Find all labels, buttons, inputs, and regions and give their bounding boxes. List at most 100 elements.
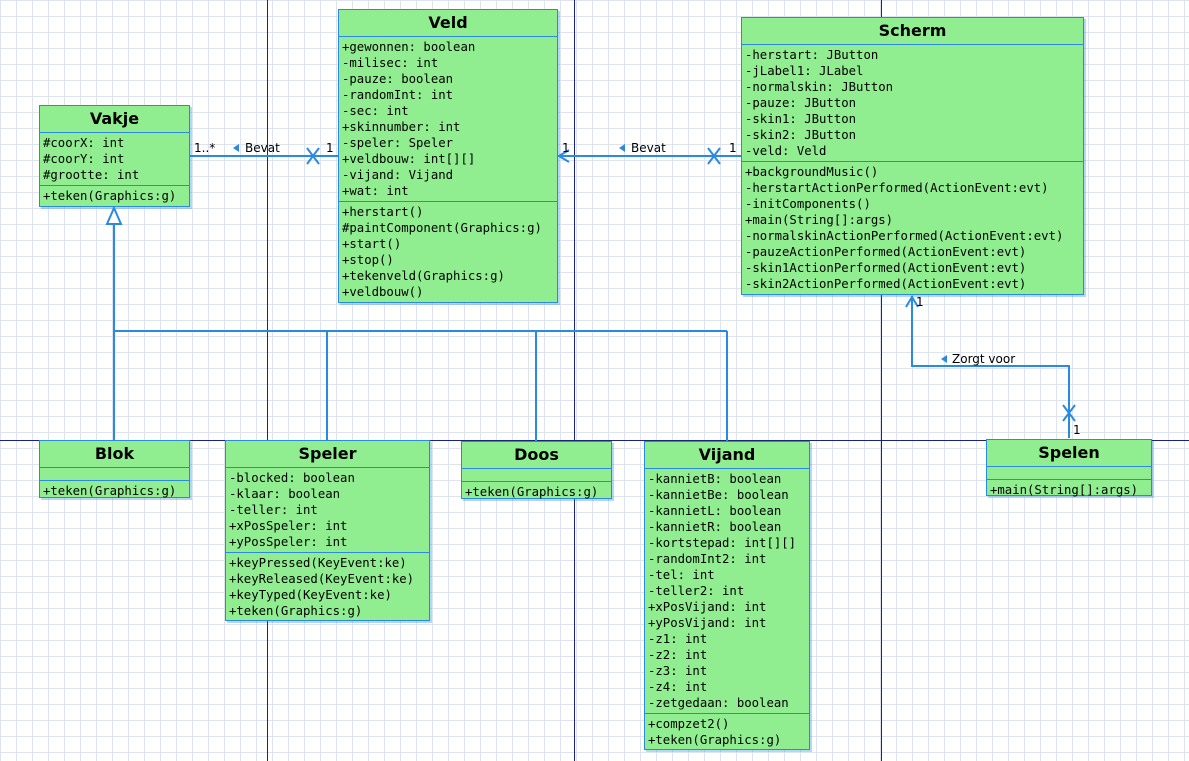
mult-veld-target: 1: [326, 141, 334, 155]
operation-row: +backgroundMusic(): [745, 165, 879, 179]
arrow-head-veld: [557, 149, 570, 163]
attribute-row: #coorX: int: [43, 136, 125, 150]
attribute-row: -z1: int: [648, 632, 708, 646]
operation-row: +tekenveld(Graphics:g): [342, 269, 505, 283]
attribute-row: -kannietR: boolean: [648, 520, 782, 534]
class-name: Blok: [40, 441, 189, 468]
operation-row: +teken(Graphics:g): [43, 189, 177, 203]
attributes-section: -blocked: boolean -klaar: boolean -teller:…: [226, 468, 429, 553]
attributes-section: [462, 469, 611, 482]
generalization-triangle: [105, 205, 123, 225]
mult-spelen-target: 1: [1073, 423, 1081, 437]
attribute-row: -z3: int: [648, 664, 708, 678]
attribute-row: -sec: int: [342, 104, 409, 118]
attribute-row: -kannietB: boolean: [648, 472, 782, 486]
operation-row: +stop(): [342, 253, 394, 267]
class-name: Spelen: [987, 440, 1151, 467]
attribute-row: +xPosVijand: int: [648, 600, 767, 614]
label-zorgt-voor: Zorgt voor: [952, 352, 1015, 366]
attribute-row: -skin1: JButton: [745, 112, 857, 126]
attribute-row: -kannietBe: boolean: [648, 488, 789, 502]
page-break-vertical-1: [267, 0, 268, 761]
operation-row: +herstart(): [342, 205, 424, 219]
attribute-row: -veld: Veld: [745, 144, 827, 158]
operation-row: +veldbouw(): [342, 285, 424, 299]
attribute-row: +wat: int: [342, 184, 409, 198]
mult-scherm-source: 1: [916, 295, 924, 309]
operation-row: -initComponents(): [745, 197, 871, 211]
arrow-head-scherm: [905, 295, 919, 308]
attribute-row: -vijand: Vijand: [342, 168, 454, 182]
attribute-row: +veldbouw: int[][]: [342, 152, 476, 166]
class-vakje[interactable]: Vakje #coorX: int#coorY: int#grootte: in…: [39, 105, 190, 207]
operations-section: +keyPressed(KeyEvent:ke) +keyReleased(Key…: [226, 553, 429, 621]
attribute-row: +gewonnen: boolean: [342, 40, 476, 54]
operation-row: +keyTyped(KeyEvent:ke): [229, 588, 392, 602]
page-break-horizontal: [0, 440, 1189, 441]
attribute-row: -blocked: boolean: [229, 471, 355, 485]
operations-section: +herstart()#paintComponent(Graphics:g)+s…: [339, 202, 557, 302]
mult-scherm-target: 1: [729, 141, 737, 155]
attribute-row: -skin2: JButton: [745, 128, 857, 142]
operation-row: +teken(Graphics:g): [465, 485, 599, 499]
operations-section: +main(String[]:args): [987, 480, 1151, 500]
operation-row: +keyPressed(KeyEvent:ke): [229, 556, 407, 570]
class-doos[interactable]: Doos +teken(Graphics:g): [461, 441, 612, 499]
class-name: Speler: [226, 441, 429, 468]
attribute-row: -pauze: boolean: [342, 72, 454, 86]
attribute-row: -teller2: int: [648, 584, 745, 598]
mult-vakje-source: 1..*: [194, 141, 215, 155]
attribute-row: -teller: int: [229, 503, 318, 517]
attributes-section: -kannietB: boolean -kannietBe: boolean -ka…: [645, 469, 809, 714]
operation-row: -herstartActionPerformed(ActionEvent:evt…: [745, 181, 1049, 195]
class-vijand[interactable]: Vijand -kannietB: boolean -kannietBe: boo…: [644, 441, 810, 750]
operation-row: +keyReleased(KeyEvent:ke): [229, 572, 415, 586]
class-speler[interactable]: Speler -blocked: boolean-klaar: boolean-…: [225, 440, 430, 621]
operations-section: +teken(Graphics:g): [462, 482, 611, 502]
label-bevat-veld-scherm: Bevat: [631, 141, 666, 155]
attribute-row: -speler: Speler: [342, 136, 454, 150]
attribute-row: -klaar: boolean: [229, 487, 341, 501]
attribute-row: #coorY: int: [43, 152, 125, 166]
operation-row: -skin1ActionPerformed(ActionEvent:evt): [745, 261, 1027, 275]
x-mark-veld-end: [306, 147, 320, 165]
assoc-line-scherm-spelen: [911, 296, 1070, 438]
attributes-section: +gewonnen: boolean-milisec: int-pauze: b…: [339, 37, 557, 202]
class-blok[interactable]: Blok +teken(Graphics:g): [39, 440, 190, 498]
page-break-vertical-3: [881, 0, 882, 761]
operations-section: +compzet2()+teken(Graphics:g): [645, 714, 809, 750]
direction-marker-zorgt: [941, 355, 947, 363]
operation-row: +main(String[]:args): [745, 213, 894, 227]
direction-marker-bevat-1: [233, 144, 239, 152]
class-name: Vijand: [645, 442, 809, 469]
class-name: Vakje: [40, 106, 189, 133]
x-mark-scherm-end: [707, 147, 721, 165]
operations-section: +teken(Graphics:g): [40, 186, 189, 206]
operation-row: -skin2ActionPerformed(ActionEvent:evt): [745, 277, 1027, 291]
class-name: Doos: [462, 442, 611, 469]
attribute-row: -zetgedaan: boolean: [648, 696, 789, 710]
class-scherm[interactable]: Scherm -herstart: JButton-jLabel1: JLabe…: [741, 17, 1084, 295]
attribute-row: -randomInt: int: [342, 88, 454, 102]
operation-row: +teken(Graphics:g): [43, 484, 177, 498]
class-spelen[interactable]: Spelen +main(String[]:args): [986, 439, 1152, 497]
x-mark-spelen-end: [1062, 404, 1076, 422]
attributes-section: [987, 467, 1151, 480]
attribute-row: -herstart: JButton: [745, 48, 879, 62]
class-veld[interactable]: Veld +gewonnen: boolean-milisec: int-pau…: [338, 9, 558, 303]
operations-section: +teken(Graphics:g): [40, 481, 189, 501]
attributes-section: #coorX: int#coorY: int#grootte: int: [40, 133, 189, 186]
class-name: Veld: [339, 10, 557, 37]
mult-veld-source: 1: [562, 141, 570, 155]
attribute-row: -jLabel1: JLabel: [745, 64, 864, 78]
operation-row: +main(String[]:args): [990, 483, 1139, 497]
attribute-row: -pauze: JButton: [745, 96, 857, 110]
attribute-row: -z2: int: [648, 648, 708, 662]
label-bevat-vakje-veld: Bevat: [245, 141, 280, 155]
operations-section: +backgroundMusic() -herstartActionPerform…: [742, 162, 1083, 294]
attributes-section: [40, 468, 189, 481]
attribute-row: +skinnumber: int: [342, 120, 461, 134]
page-break-vertical-2: [574, 0, 575, 761]
attribute-row: -tel: int: [648, 568, 715, 582]
